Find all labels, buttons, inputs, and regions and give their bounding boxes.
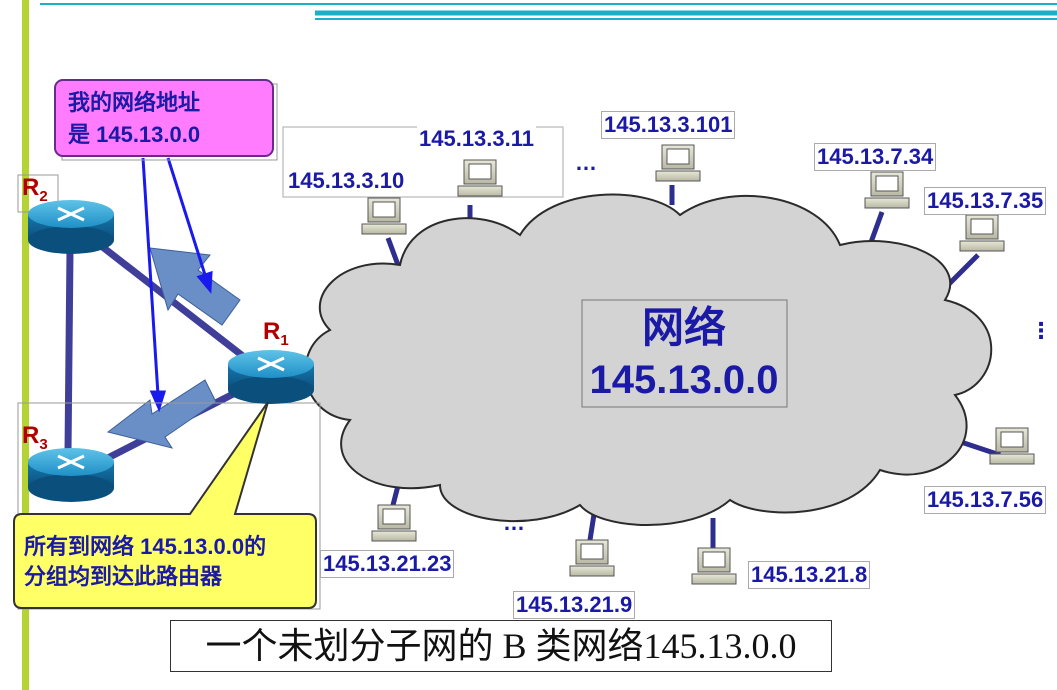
computer-icon: [569, 539, 615, 577]
arrow-to-r2: [149, 247, 241, 326]
callout-all-packets-box: [13, 401, 317, 609]
computer-icon: [959, 214, 1005, 252]
cloud-label-box: [581, 299, 788, 408]
host-label: 145.13.3.10: [286, 168, 407, 194]
computer-icon: [361, 197, 407, 235]
callout-my-address-line1: 我的网络地址: [68, 90, 201, 115]
pc-icons: [361, 144, 1035, 585]
router-r2: [28, 200, 114, 254]
callout-all-packets-line2: 分组均到达此路由器: [24, 564, 223, 589]
host-label: 145.13.21.23: [320, 550, 455, 578]
router-r3-label: R3: [22, 422, 48, 453]
network-title: 网络: [641, 304, 726, 351]
router-r1-label: R1: [263, 318, 289, 349]
computer-icon: [457, 159, 503, 197]
callout-all-packets-line1: 所有到网络 145.13.0.0的: [24, 534, 267, 559]
host-label: 145.13.3.11: [417, 126, 537, 152]
ellipsis-top: …: [575, 150, 597, 175]
network-address: 145.13.0.0: [589, 358, 779, 402]
computer-icon: [371, 504, 417, 542]
figure-caption: 一个未划分子网的 B 类网络145.13.0.0: [170, 620, 832, 672]
callout-my-address-box: [54, 79, 274, 157]
host-label: 145.13.3.101: [601, 111, 736, 139]
host-label: 145.13.7.56: [924, 486, 1047, 514]
callout-my-address-line2: 是 145.13.0.0: [68, 122, 201, 147]
computer-icon: [989, 427, 1035, 465]
router-r1: [228, 350, 314, 404]
host-label: 145.13.7.35: [924, 187, 1047, 215]
computer-icon: [691, 547, 737, 585]
network-cloud: [304, 193, 993, 526]
host-label: 145.13.7.34: [814, 143, 937, 171]
computer-icon: [864, 171, 910, 209]
host-label: 145.13.21.8: [748, 561, 871, 589]
callout-pointers: [141, 157, 213, 413]
router-r2-label: R2: [22, 174, 48, 205]
arrow-to-r3: [106, 379, 217, 449]
accent-bar: [22, 0, 29, 690]
ellipsis-bottom: …: [503, 510, 525, 535]
computer-icon: [655, 144, 701, 182]
host-label: 145.13.21.9: [513, 591, 636, 619]
router-r3: [28, 448, 114, 502]
ellipsis-right: ⋮: [1030, 318, 1052, 343]
